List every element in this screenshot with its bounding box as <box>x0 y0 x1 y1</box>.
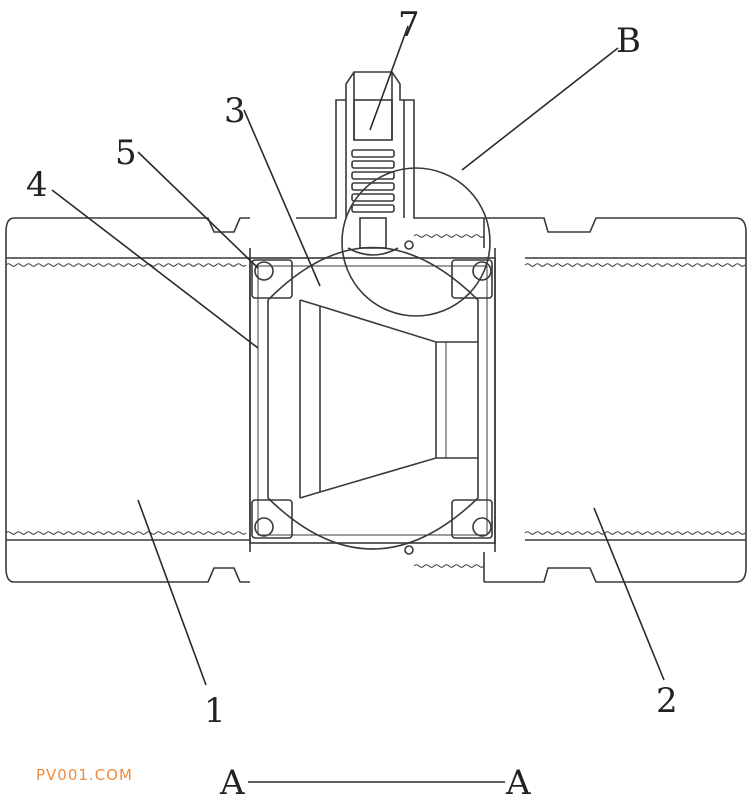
valve-seat-housing <box>249 248 496 552</box>
section-label-right: A <box>505 763 531 801</box>
label-part-5: 5 <box>115 133 137 173</box>
stem-packing-ring <box>351 204 395 213</box>
label-part-7: 7 <box>398 5 420 45</box>
detail-circle-b <box>341 167 491 317</box>
stem-packing-ring <box>351 149 395 158</box>
label-part-1: 1 <box>204 691 226 731</box>
left-body <box>5 217 250 583</box>
watermark: PV001.COM <box>36 766 133 784</box>
section-label-left: A <box>219 763 245 801</box>
leader-lines <box>51 25 665 783</box>
label-part-4: 4 <box>26 165 48 205</box>
stem-packing-ring <box>351 182 395 191</box>
label-part-3: 3 <box>224 91 246 131</box>
valve-ball <box>267 246 479 550</box>
right-body <box>483 217 747 583</box>
stem-packing-ring <box>351 171 395 180</box>
label-part-2: 2 <box>656 681 678 721</box>
stem-packing-ring <box>351 160 395 169</box>
valve-stem <box>296 71 484 555</box>
pipe-threads <box>5 234 746 568</box>
label-detail-b: B <box>616 21 641 61</box>
stem-packing-ring <box>351 193 395 202</box>
